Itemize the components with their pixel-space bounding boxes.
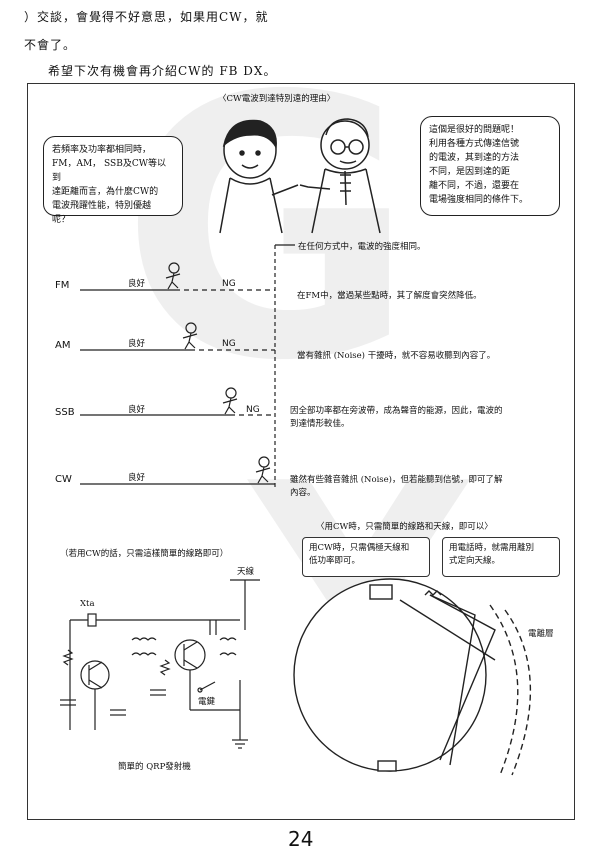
box-line: 用電話時，就需用離別 (449, 543, 535, 553)
watermark-letter-g: G (120, 20, 416, 439)
characters-illustration (219, 118, 381, 234)
mode-label-am: AM (55, 340, 71, 351)
runner-cw (255, 456, 271, 484)
desc-line: 內容。 (290, 488, 316, 498)
runner-am (182, 322, 198, 350)
xtal-label: Xta (80, 599, 95, 609)
box-line: 低功率即可。 (309, 556, 361, 566)
bubble-right-line: 利用各種方式傳達信號 (429, 139, 520, 149)
box-line: 用CW時，只需偶極天線和 (309, 543, 410, 553)
circuit-caption: （若用CW的話，只需這樣簡單的線路即可） (60, 549, 229, 559)
desc-fm: 在FM中，當過某些點時，其了解度會突然降低。 (297, 290, 567, 303)
bubble-right-line: 電場強度相同的條件下。 (429, 195, 529, 205)
earth-ionosphere-diagram (293, 578, 532, 776)
quality-fm: 良好 (128, 279, 146, 289)
box-line: 式定向天線。 (449, 556, 501, 566)
bubble-left-line: 電波飛躍性能，特別優越 (52, 201, 152, 211)
key-label: 電鍵 (198, 697, 216, 707)
desc-line: 雖然有些雜音雜訊 (Noise)，但若能聽到信號，即可了解 (290, 475, 503, 485)
intro-line-2: 不會了。 (24, 38, 77, 52)
illustration-frame (27, 83, 575, 820)
desc-am: 當有雜訊 (Noise) 干擾時，就不容易收聽到內容了。 (297, 350, 567, 363)
reach-chart-lines (80, 244, 295, 490)
bubble-right-line: 離不同，不過，還要在 (429, 181, 520, 191)
quality-am: 良好 (128, 339, 146, 349)
bubble-left: 若頻率及功率都相同時， FM，AM， SSB及CW等以到 達距離而言，為什麼CW… (43, 136, 183, 225)
page-number: 24 (288, 827, 314, 851)
bubble-right-line: 的電波，其到達的方法 (429, 153, 520, 163)
ng-fm: NG (222, 279, 236, 289)
circuit-title: 簡單的 QRP發射機 (118, 762, 191, 772)
desc-cw: 雖然有些雜音雜訊 (Noise)，但若能聽到信號，即可了解 內容。 (290, 474, 565, 500)
box-directional: 用電話時，就需用離別 式定向天線。 (442, 537, 560, 577)
bubble-left-line: 呢？ (52, 215, 71, 225)
antenna-caption: 〈用CW時，只需簡單的線路和天線，即可以〉 (316, 522, 493, 532)
desc-ssb: 因全部功率都在旁波帶，成為聲音的能源，因此，電波的 到達情形較佳。 (290, 405, 565, 431)
intro-line-1: ）交談，會覺得不好意思，如果用CW，就 (24, 10, 269, 24)
mode-label-fm: FM (55, 280, 70, 291)
panel-title: 〈CW電波到達特別遠的理由〉 (218, 94, 336, 104)
bubble-right-line: 這個是很好的問題呢！ (429, 125, 520, 135)
bubble-right: 這個是很好的問題呢！ 利用各種方式傳達信號 的電波，其到達的方法 不同，是因到達… (420, 116, 560, 216)
mode-label-ssb: SSB (55, 407, 75, 418)
runner-fm (165, 262, 181, 290)
bubble-left-line: FM，AM， SSB及CW等以到 (52, 159, 166, 183)
ng-ssb: NG (246, 405, 260, 415)
intro-line-3: 希望下次有機會再介紹CW的 FB DX。 (48, 64, 277, 78)
runner-ssb (222, 387, 238, 415)
desc-line: 在FM中，當過某些點時，其了解度會突然降低。 (297, 291, 482, 301)
ionosphere-label: 電離層 (528, 629, 554, 639)
section-note: 在任何方式中，電波的強度相同。 (298, 242, 426, 252)
bubble-right-line: 不同，是因到達的距 (429, 167, 511, 177)
desc-line: 因全部功率都在旁波帶，成為聲音的能源，因此，電波的 (290, 406, 503, 416)
ng-am: NG (222, 339, 236, 349)
qrp-circuit-schematic (60, 579, 260, 749)
antenna-label: 天線 (237, 567, 255, 577)
bubble-left-line: 若頻率及功率都相同時， (52, 145, 152, 155)
desc-line: 當有雜訊 (Noise) 干擾時，就不容易收聽到內容了。 (297, 351, 496, 361)
box-dipole: 用CW時，只需偶極天線和 低功率即可。 (302, 537, 430, 577)
bubble-left-line: 達距離而言，為什麼CW的 (52, 187, 159, 197)
quality-ssb: 良好 (128, 405, 146, 415)
mode-label-cw: CW (55, 474, 72, 485)
desc-line: 到達情形較佳。 (290, 419, 350, 429)
quality-cw: 良好 (128, 473, 146, 483)
